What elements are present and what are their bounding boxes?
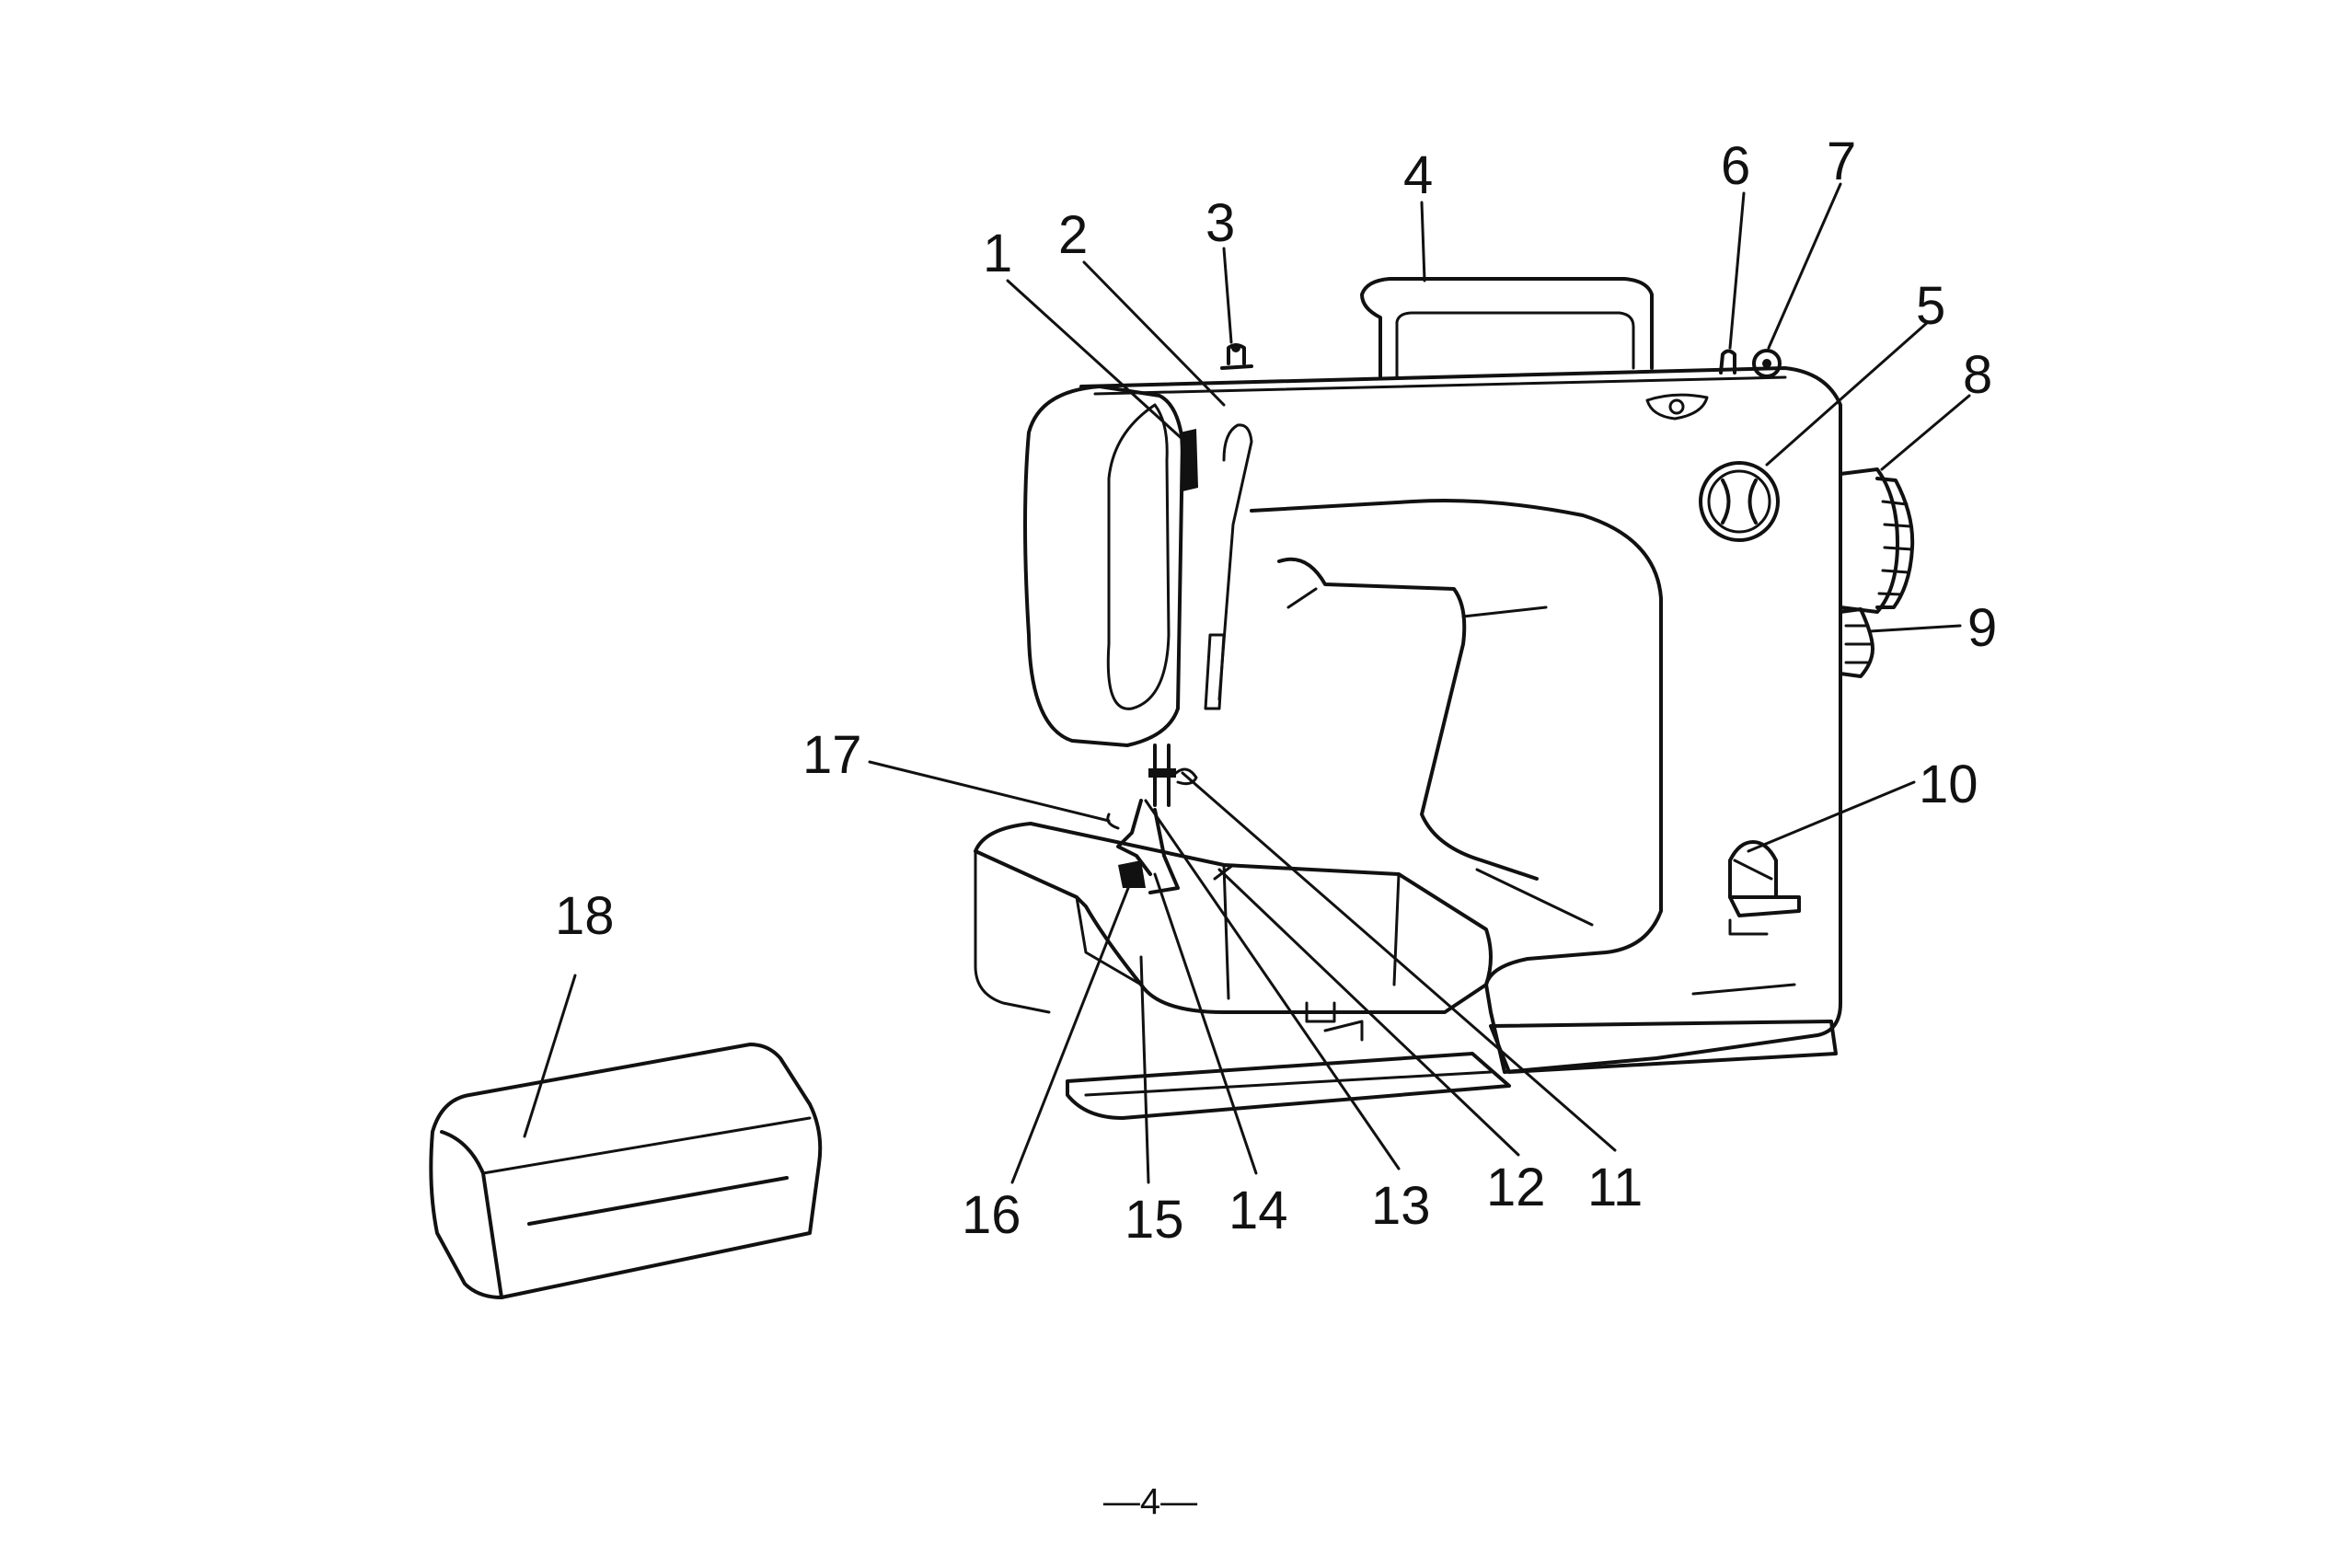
callout-3: 3	[1205, 193, 1235, 253]
callout-12: 12	[1486, 1158, 1546, 1217]
callout-9: 9	[1967, 598, 1997, 658]
callout-4: 4	[1403, 145, 1433, 205]
top-window-detail	[1645, 393, 1709, 421]
leader-11	[1181, 771, 1617, 1152]
face-cover	[1023, 385, 1184, 747]
callout-labels: 1 2 3 4 5 6 7 8 9 10 11 12 13 14 15 16 1…	[555, 132, 1997, 1250]
arm-opening	[1277, 557, 1539, 881]
stitch-length-dial	[1839, 607, 1874, 678]
leader-1	[1006, 279, 1187, 444]
base-plate	[1489, 1020, 1838, 1074]
sewing-machine-illustration	[974, 277, 1915, 1120]
leader-5	[1765, 320, 1930, 467]
leader-12	[1217, 868, 1520, 1157]
hand-wheel	[1839, 467, 1915, 614]
carrying-handle	[1360, 277, 1654, 379]
leader-7	[1767, 182, 1842, 350]
take-up-lever-detail	[1180, 429, 1198, 491]
callout-15: 15	[1125, 1190, 1184, 1250]
leader-17	[868, 760, 1111, 823]
extension-tray	[1066, 1052, 1511, 1120]
callout-6: 6	[1721, 136, 1750, 196]
leader-10	[1747, 780, 1916, 853]
accessory-box	[429, 1043, 823, 1299]
leader-lines	[523, 182, 1971, 1184]
callout-2: 2	[1058, 205, 1088, 265]
callout-8: 8	[1963, 345, 1992, 405]
bobbin-winder-stopper	[1752, 349, 1782, 378]
thread-guide-detail	[1217, 423, 1253, 701]
bobbin-winder-spindle	[1719, 349, 1736, 375]
leader-9	[1868, 624, 1962, 633]
leader-6	[1728, 191, 1746, 350]
callout-16: 16	[962, 1185, 1021, 1245]
callout-14: 14	[1228, 1181, 1288, 1240]
machine-body-outline	[1079, 366, 1842, 1074]
leader-15	[1139, 955, 1150, 1184]
reverse-stitch-lever	[1728, 840, 1801, 936]
leader-13	[1144, 799, 1401, 1170]
pattern-selector-dial	[1699, 461, 1780, 542]
leader-14	[1153, 872, 1258, 1175]
callout-1: 1	[983, 224, 1012, 283]
page-number: —4—	[1103, 1482, 1197, 1522]
callout-11: 11	[1587, 1158, 1643, 1217]
leader-16	[1010, 882, 1132, 1184]
callout-18: 18	[555, 886, 615, 946]
callout-7: 7	[1827, 132, 1856, 191]
callout-5: 5	[1916, 276, 1945, 336]
leader-8	[1880, 394, 1971, 471]
callout-10: 10	[1919, 755, 1978, 814]
leader-4	[1420, 201, 1426, 282]
callout-17: 17	[802, 725, 862, 785]
leader-18	[523, 974, 577, 1138]
leader-2	[1082, 260, 1226, 407]
callout-13: 13	[1371, 1176, 1431, 1236]
leader-3	[1222, 247, 1233, 344]
free-arm	[974, 822, 1493, 1014]
